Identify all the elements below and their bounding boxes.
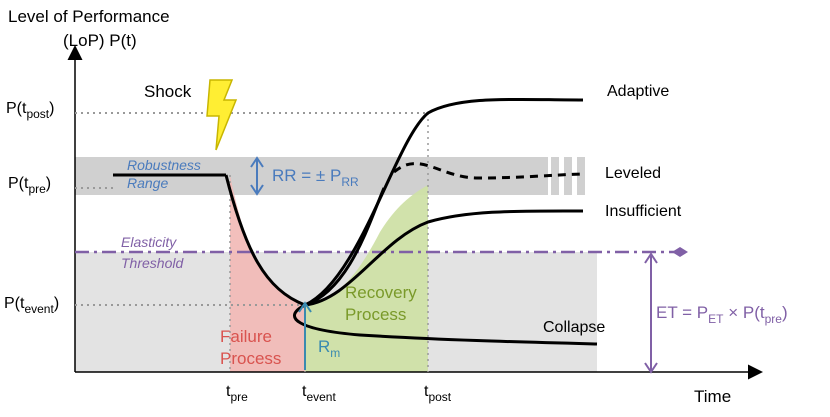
threshold-diamond xyxy=(672,247,688,257)
robustness-label-line2: Range xyxy=(127,175,168,191)
y-tick-post: P(tpost) xyxy=(6,100,54,121)
band-break-2 xyxy=(564,157,572,195)
elasticity-label-line2: Threshold xyxy=(121,255,184,271)
x-tick-post: tpost xyxy=(424,383,452,404)
rr-label: RR = ± PRR xyxy=(272,166,359,189)
x-tick-event: tevent xyxy=(302,383,336,404)
y-tick-event: P(tevent) xyxy=(4,295,59,316)
shock-label: Shock xyxy=(144,82,192,101)
x-tick-pre: tpre xyxy=(226,383,248,404)
collapse-curve xyxy=(293,303,598,346)
insufficient-curve xyxy=(304,209,584,307)
leveled-curve-dashed xyxy=(393,162,584,180)
adaptive-curve xyxy=(304,97,584,307)
y-axis-label-line1: Level of Performance xyxy=(8,7,170,26)
y-axis-label-line2: (LoP) P(t) xyxy=(63,31,137,50)
failure-label-line2: Process xyxy=(220,349,281,368)
band-break-3 xyxy=(577,157,585,195)
outcome-collapse: Collapse xyxy=(543,319,605,336)
y-tick-pre: P(tpre) xyxy=(8,175,51,196)
x-axis-label: Time xyxy=(694,387,731,406)
failure-curve xyxy=(224,174,306,307)
elasticity-label-line1: Elasticity xyxy=(121,234,177,250)
lightning-bolt-icon xyxy=(206,79,238,151)
robustness-label-line1: Robustness xyxy=(127,157,201,173)
outcome-leveled: Leveled xyxy=(605,165,661,182)
leveled-curve-solid xyxy=(304,187,386,307)
et-label: ET = PET × P(tpre) xyxy=(656,303,788,326)
outcome-insufficient: Insufficient xyxy=(605,203,682,220)
recovery-label-line2: Process xyxy=(345,305,406,324)
band-break-1 xyxy=(551,157,559,195)
outcome-adaptive: Adaptive xyxy=(607,83,669,100)
rm-label: Rm xyxy=(318,337,340,360)
failure-area xyxy=(230,175,305,372)
failure-label-line1: Failure xyxy=(220,327,272,346)
recovery-area xyxy=(305,185,428,372)
recovery-label-line1: Recovery xyxy=(345,283,417,302)
